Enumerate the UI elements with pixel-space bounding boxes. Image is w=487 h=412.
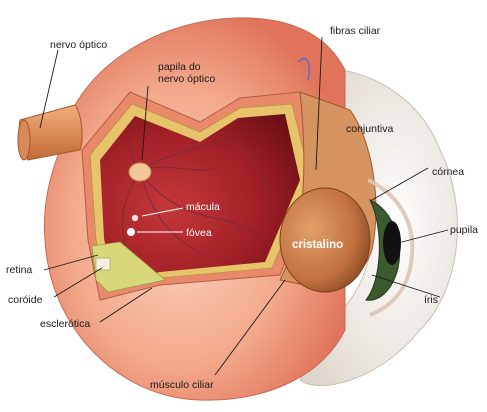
optic-nerve-end [18,120,30,160]
label-retina: retina [6,264,32,276]
label-papila-line2: nervo óptico [158,73,215,85]
label-musculo-ciliar: músculo ciliar [150,379,214,391]
label-coroide: coróide [8,294,43,306]
label-cristalino: cristalino [292,239,343,251]
label-papila-line1: papila do [158,61,201,73]
label-conjuntiva: conjuntiva [346,123,393,135]
label-macula: mácula [186,201,220,213]
label-nervo-optico: nervo óptico [50,39,107,51]
macula-dot [132,215,138,221]
label-iris: íris [424,294,438,306]
fovea-dot [127,228,135,236]
label-esclerotica: esclerótica [40,318,90,330]
optic-disc [129,163,151,181]
label-fovea: fóvea [186,227,212,239]
label-cornea: córnea [432,166,464,178]
label-fibras-ciliar: fibras ciliar [330,25,381,37]
label-pupila: pupila [450,224,478,236]
retina-sample [96,258,110,270]
